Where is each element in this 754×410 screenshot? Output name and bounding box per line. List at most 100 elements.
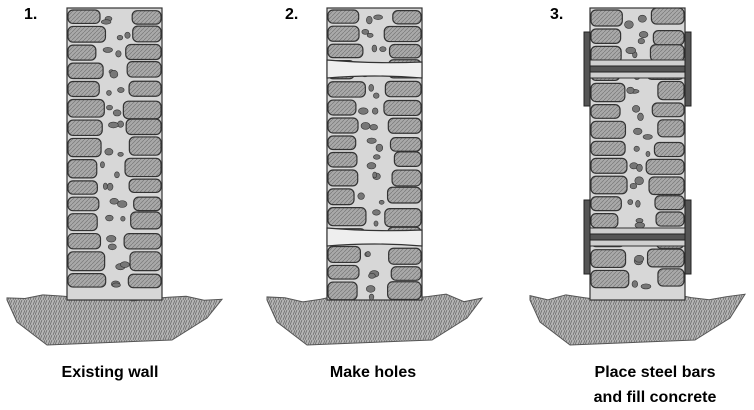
stone — [591, 214, 618, 228]
stone — [126, 119, 161, 134]
step-1-caption: Existing wall — [30, 360, 190, 385]
stone — [591, 176, 627, 194]
stone — [68, 234, 100, 249]
stone — [130, 252, 161, 271]
stone — [68, 197, 99, 211]
stone — [68, 274, 106, 287]
pebble — [630, 183, 637, 189]
pebble — [638, 113, 644, 121]
pebble — [373, 93, 379, 98]
pebble — [101, 20, 111, 24]
pebble — [366, 251, 371, 256]
stone — [68, 181, 97, 194]
stone — [129, 81, 161, 96]
pebble — [637, 164, 643, 171]
stone — [384, 101, 421, 116]
pebble — [106, 215, 114, 221]
stone — [658, 269, 684, 286]
wall-2 — [267, 8, 482, 345]
stone — [124, 234, 161, 249]
pebble — [635, 222, 645, 228]
stone — [591, 10, 622, 26]
pebble — [117, 35, 123, 40]
pebble — [638, 15, 646, 22]
stone — [328, 82, 365, 97]
stone — [328, 26, 359, 41]
wall-1 — [7, 8, 222, 345]
pebble — [366, 286, 375, 293]
stone — [68, 99, 104, 117]
stone — [648, 249, 684, 267]
stone — [328, 152, 357, 166]
pebble — [625, 21, 634, 29]
pebble — [120, 262, 129, 268]
pebble — [641, 284, 651, 289]
pebble — [374, 221, 378, 226]
stone — [384, 26, 421, 41]
pebble — [112, 283, 120, 287]
pebble — [125, 32, 130, 38]
stone — [652, 103, 684, 117]
pebble — [367, 163, 376, 169]
pebble — [372, 108, 378, 114]
pebble — [636, 218, 643, 222]
pebble — [376, 144, 383, 151]
stone — [390, 138, 421, 152]
pebble — [373, 172, 377, 178]
pebble — [103, 47, 113, 52]
hole-1 — [327, 60, 422, 78]
steel-bar-1 — [586, 66, 689, 72]
ground-1 — [7, 295, 222, 345]
pebble — [361, 122, 370, 129]
steel-plate-right-1 — [685, 32, 691, 106]
pebble — [628, 200, 633, 205]
stone — [390, 44, 421, 57]
stone — [68, 82, 99, 97]
pebble — [366, 16, 372, 24]
pebble — [639, 31, 648, 37]
stone — [68, 252, 105, 271]
pebble — [108, 122, 118, 128]
pebble — [627, 87, 634, 93]
pebble — [636, 200, 641, 207]
pebble — [107, 235, 116, 242]
pebble — [367, 138, 376, 143]
pebble — [635, 177, 644, 185]
stone — [328, 170, 358, 186]
stone — [127, 62, 161, 77]
stone — [653, 31, 684, 45]
stone — [656, 212, 684, 226]
stone — [388, 118, 421, 133]
pebble — [108, 244, 116, 250]
step-2-caption: Make holes — [293, 360, 453, 385]
stone — [646, 159, 684, 174]
stone — [650, 45, 684, 62]
pebble — [121, 216, 125, 221]
pebble — [380, 47, 386, 52]
stone — [328, 265, 359, 279]
stone — [591, 250, 626, 268]
stone — [328, 189, 354, 205]
stone — [328, 246, 360, 262]
pebble — [369, 294, 374, 300]
stone — [125, 158, 161, 176]
stone — [328, 282, 357, 300]
stone — [388, 187, 421, 203]
stone — [591, 270, 629, 287]
stone — [68, 214, 97, 231]
ground-3 — [530, 294, 745, 345]
steel-plate-right-2 — [685, 200, 691, 274]
pebble — [646, 151, 650, 156]
stone — [658, 120, 684, 137]
stone — [591, 83, 625, 101]
stone — [133, 26, 161, 42]
stone — [129, 179, 161, 192]
step-3-caption-line-2: and fill concrete — [560, 385, 750, 410]
pebble — [626, 47, 636, 53]
stone — [328, 208, 366, 226]
stone — [68, 63, 103, 78]
hole-2 — [327, 228, 422, 246]
stone — [393, 11, 421, 24]
stone — [328, 136, 356, 150]
